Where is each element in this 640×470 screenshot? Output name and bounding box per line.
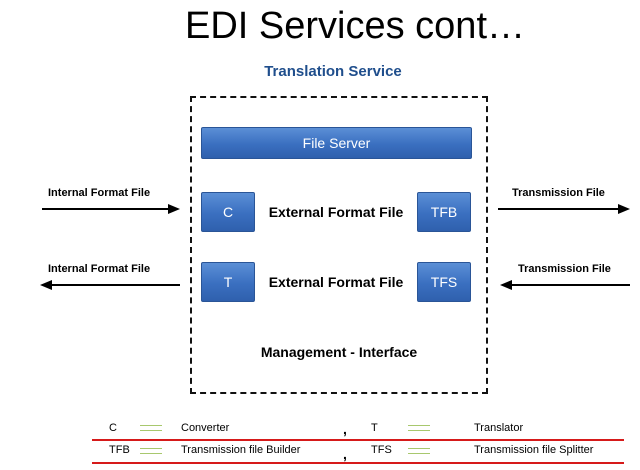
transmission-file-label-bottom: Transmission File	[518, 263, 611, 275]
diagram-subtitle: Translation Service	[264, 63, 402, 80]
legend-abbr-tfs: TFS	[371, 444, 392, 456]
external-format-label-top: External Format File	[268, 204, 404, 220]
legend-equals-line	[408, 430, 430, 431]
legend-divider	[92, 462, 624, 464]
transmission-file-label-top: Transmission File	[512, 187, 605, 199]
legend-equals-line	[140, 425, 162, 426]
legend-comma: ,	[343, 421, 347, 437]
legend-divider	[92, 439, 624, 441]
legend-abbr-c: C	[109, 422, 117, 434]
legend-equals-line	[140, 453, 162, 454]
legend-equals-line	[408, 425, 430, 426]
transmission-file-splitter-box: TFS	[417, 262, 471, 302]
transmission-file-builder-box: TFB	[417, 192, 471, 232]
legend-meaning-tfb: Transmission file Builder	[181, 444, 301, 456]
translator-box: T	[201, 262, 255, 302]
internal-format-label-bottom: Internal Format File	[48, 263, 151, 275]
legend-equals-line	[140, 430, 162, 431]
legend-abbr-tfb: TFB	[109, 444, 130, 456]
arrow-right-icon	[42, 204, 180, 214]
management-interface-label: Management - Interface	[260, 344, 418, 360]
internal-format-label-top: Internal Format File	[48, 187, 151, 199]
converter-box: C	[201, 192, 255, 232]
legend-comma: ,	[343, 446, 347, 462]
arrow-left-icon	[40, 280, 180, 290]
external-format-label-bottom: External Format File	[268, 274, 404, 290]
legend-equals-line	[408, 453, 430, 454]
translation-service-boundary	[190, 96, 488, 394]
legend-abbr-t: T	[371, 422, 378, 434]
arrow-left-icon	[500, 280, 630, 290]
legend-meaning-converter: Converter	[181, 422, 230, 434]
legend-equals-line	[140, 448, 162, 449]
legend-meaning-tfs: Transmission file Splitter	[474, 444, 594, 456]
legend-meaning-translator: Translator	[474, 422, 524, 434]
page-title: EDI Services cont…	[185, 5, 525, 47]
file-server-box: File Server	[201, 127, 472, 159]
legend-equals-line	[408, 448, 430, 449]
arrow-right-icon	[498, 204, 630, 214]
